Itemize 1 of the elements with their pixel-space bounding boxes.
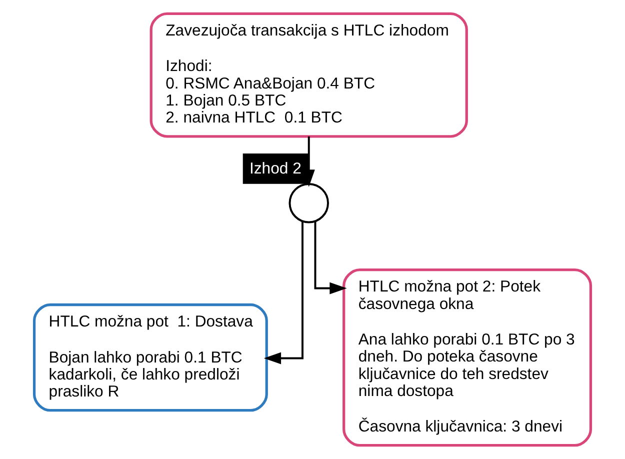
- edge-label: Izhod 2: [249, 160, 302, 178]
